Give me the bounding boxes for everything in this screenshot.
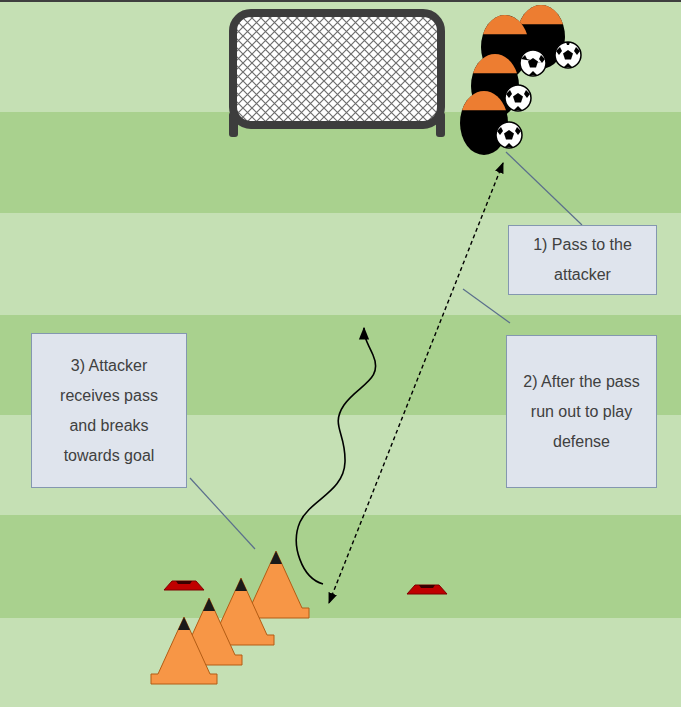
leader-line xyxy=(506,152,582,225)
leader-line xyxy=(190,478,255,549)
ball-patch xyxy=(563,50,573,60)
soccer-ball xyxy=(555,42,581,68)
callout-box: 1) Pass to the attacker xyxy=(508,225,657,295)
soccer-ball xyxy=(520,50,546,76)
disc-marker xyxy=(407,585,447,594)
cone-tip xyxy=(235,578,247,591)
disc-marker-top xyxy=(419,585,435,588)
player-cap xyxy=(483,15,527,34)
grass-stripe xyxy=(0,213,681,315)
ball-patch xyxy=(513,93,523,103)
dribble-path xyxy=(296,328,375,584)
grass-stripe xyxy=(0,618,681,707)
player-cap xyxy=(473,54,517,73)
callout-text: 2) After the pass run out to play defens… xyxy=(523,367,640,457)
soccer-ball xyxy=(496,122,522,148)
goal-net-back xyxy=(233,13,441,125)
callout-text: 1) Pass to the attacker xyxy=(527,230,638,290)
cone-tip xyxy=(270,551,282,564)
ball-patch xyxy=(497,127,521,147)
ball-outline xyxy=(555,42,581,68)
ball-outline xyxy=(496,122,522,148)
callout-text: 3) Attacker receives pass and breaks tow… xyxy=(50,351,168,471)
ball-patch xyxy=(528,58,538,68)
cone-tip xyxy=(203,598,215,611)
cone-body xyxy=(151,617,217,684)
grass-stripe xyxy=(0,515,681,618)
top-border xyxy=(0,0,681,2)
callout-box: 3) Attacker receives pass and breaks tow… xyxy=(31,333,187,488)
pass-arrow xyxy=(329,163,503,603)
goal xyxy=(229,13,445,137)
goal-frame xyxy=(233,13,441,125)
ball-outline xyxy=(505,85,531,111)
ball-patch xyxy=(504,130,514,140)
disc-marker-top xyxy=(176,581,192,584)
player-cap xyxy=(462,91,506,110)
leader-line xyxy=(463,289,510,323)
soccer-ball xyxy=(505,85,531,111)
cone-tip xyxy=(178,617,190,630)
ball-outline xyxy=(520,50,546,76)
ball-patch xyxy=(506,90,530,110)
ball-patch xyxy=(521,55,545,75)
cone xyxy=(151,617,217,684)
player-cap xyxy=(519,5,563,24)
ball-patch xyxy=(556,42,580,67)
callout-box: 2) After the pass run out to play defens… xyxy=(506,335,657,488)
goal-post-foot xyxy=(229,112,238,137)
goal-post-foot xyxy=(436,112,445,137)
disc-marker xyxy=(164,581,204,590)
